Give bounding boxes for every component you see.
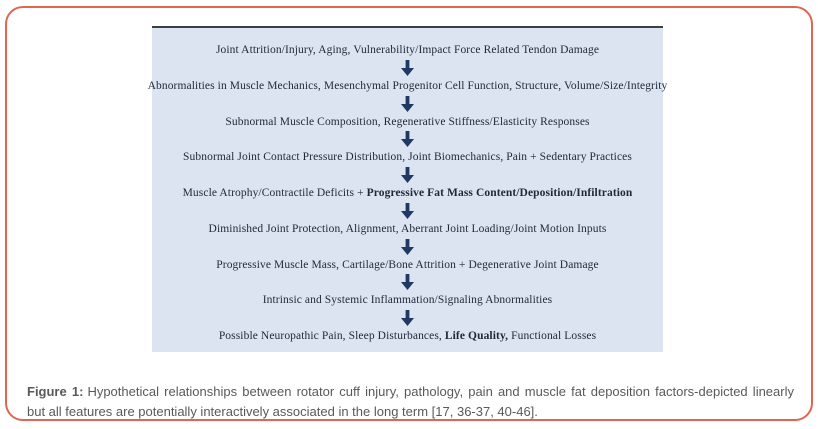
down-arrow-icon	[401, 131, 414, 148]
flowchart-panel: Joint Attrition/Injury, Aging, Vulnerabi…	[148, 26, 667, 352]
down-arrow-icon	[401, 310, 414, 327]
step-text: Functional Losses	[508, 330, 597, 342]
down-arrow-icon	[401, 59, 414, 76]
step-text: Muscle Atrophy/Contractile Deficits +	[182, 187, 367, 199]
down-arrow-icon	[401, 274, 414, 291]
step-text: Subnormal Joint Contact Pressure Distrib…	[183, 151, 632, 164]
down-arrow-icon	[401, 238, 414, 255]
step-text: Progressive Muscle Mass, Cartilage/Bone …	[216, 258, 599, 271]
step-text: Possible Neuropathic Pain, Sleep Disturb…	[218, 330, 445, 342]
flowchart-step-1: Joint Attrition/Injury, Aging, Vulnerabi…	[216, 43, 599, 57]
step-text: Joint Attrition/Injury, Aging, Vulnerabi…	[215, 44, 600, 56]
down-arrow-icon	[401, 202, 414, 219]
flowchart-step-6: Diminished Joint Protection, Alignment, …	[209, 222, 607, 236]
figure-caption: Figure 1:Hypothetical relationships betw…	[27, 382, 794, 421]
flowchart-step-8: Intrinsic and Systemic Inflammation/Sign…	[263, 293, 553, 307]
flowchart-step-7: Progressive Muscle Mass, Cartilage/Bone …	[216, 258, 598, 272]
figure-caption-text: Hypothetical relationships between rotat…	[27, 384, 794, 419]
step-text: Subnormal Muscle Composition, Regenerati…	[225, 115, 590, 128]
step-text: Intrinsic and Systemic Inflammation/Sign…	[262, 294, 553, 307]
step-text: Abnormalities in Muscle Mechanics, Mesen…	[147, 79, 668, 92]
flowchart-step-2: Abnormalities in Muscle Mechanics, Mesen…	[148, 79, 668, 93]
step-text: Diminished Joint Protection, Alignment, …	[208, 222, 607, 235]
step-text-bold: Progressive Fat Mass Content/Deposition/…	[366, 187, 633, 199]
step-text-bold: Life Quality,	[444, 330, 509, 342]
flowchart-step-5: Muscle Atrophy/Contractile Deficits + Pr…	[183, 186, 633, 200]
flowchart-step-9: Possible Neuropathic Pain, Sleep Disturb…	[219, 329, 596, 343]
down-arrow-icon	[401, 95, 414, 112]
down-arrow-icon	[401, 167, 414, 184]
flowchart-step-3: Subnormal Muscle Composition, Regenerati…	[225, 115, 589, 129]
flowchart-step-4: Subnormal Joint Contact Pressure Distrib…	[183, 150, 632, 164]
figure-caption-label: Figure 1:	[27, 384, 84, 399]
